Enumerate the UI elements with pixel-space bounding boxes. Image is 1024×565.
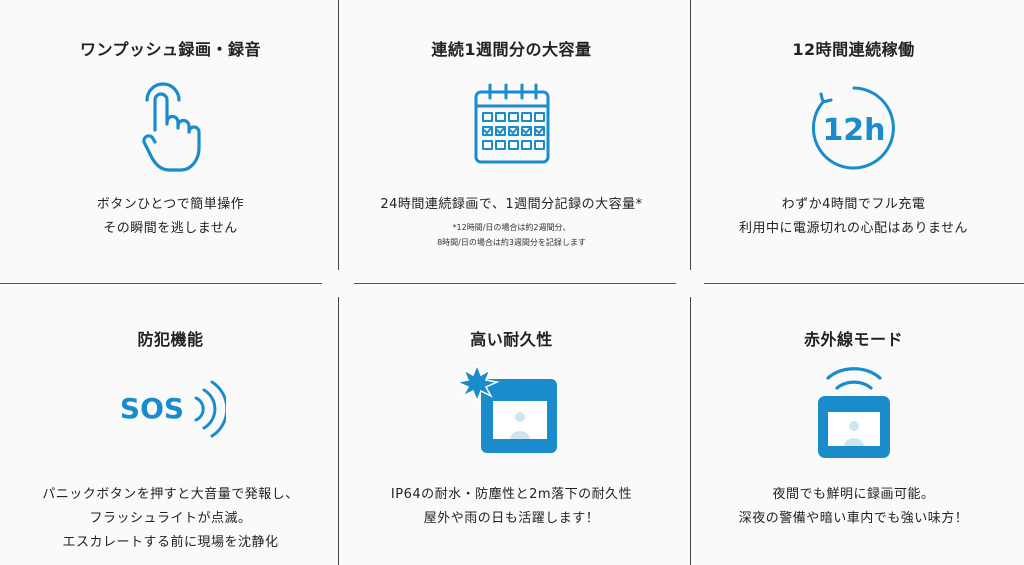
divider-horizontal (0, 283, 322, 284)
feature-security: 防犯機能 SOS パニックボタンを押すと大音量で発報し、 フラッシュライトが点滅… (0, 290, 341, 565)
divider-vertical (690, 0, 691, 270)
clock-12h-label: 12h (822, 113, 885, 148)
feature-description: パニックボタンを押すと大音量で発報し、 フラッシュライトが点滅。 エスカレートす… (42, 487, 299, 550)
feature-title: 高い耐久性 (470, 330, 553, 349)
camera-infrared-icon (814, 362, 894, 462)
feature-title: ワンプッシュ録画・録音 (79, 40, 262, 59)
divider-horizontal (704, 283, 1024, 284)
divider-vertical (338, 0, 339, 270)
feature-infrared-mode: 赤外線モード 夜間でも鮮明に録画可能。 深夜の警備や暗い車内でも強い味方！ (683, 290, 1024, 565)
feature-description: 24時間連続録画で、1週間分記録の大容量* (380, 197, 643, 212)
feature-footnote: *12時間/日の場合は約2週間分、 8時間/日の場合は約3週間分を記録します (437, 223, 586, 247)
feature-description: IP64の耐水・防塵性と2m落下の耐久性 屋外や雨の日も活躍します！ (390, 487, 633, 526)
divider-horizontal (354, 283, 676, 284)
press-finger-icon (141, 82, 201, 178)
sos-signal-icon: SOS (116, 378, 228, 442)
feature-title: 防犯機能 (137, 330, 204, 349)
feature-large-capacity: 連続1週間分の大容量 24時間連続録画で、1週間分記録の大容量* (341, 0, 682, 275)
feature-title: 赤外線モード (803, 330, 903, 349)
clock-12h-icon: 12h (808, 82, 900, 178)
feature-one-push-record: ワンプッシュ録画・録音 ボタンひとつで簡単操作 その瞬間を逃しません (0, 0, 341, 275)
feature-description: わずか4時間でフル充電 利用中に電源切れの心配はありません (738, 197, 969, 236)
feature-12h-operation: 12時間連続稼働 12h わずか4時間でフル充電 利用中に電源切れの心配はありま… (683, 0, 1024, 275)
feature-durability: 高い耐久性 IP64の耐水・防塵性と2m落下の耐久性 屋外や雨の日も活躍します！ (341, 290, 682, 565)
divider-vertical (338, 297, 339, 565)
divider-vertical (690, 297, 691, 565)
feature-title: 連続1週間分の大容量 (431, 40, 592, 59)
camera-impact-icon (454, 362, 567, 459)
sos-label: SOS (119, 392, 183, 425)
calendar-icon (472, 82, 552, 170)
feature-description: ボタンひとつで簡単操作 その瞬間を逃しません (96, 197, 245, 236)
feature-title: 12時間連続稼働 (792, 40, 915, 59)
feature-description: 夜間でも鮮明に録画可能。 深夜の警備や暗い車内でも強い味方！ (738, 487, 969, 526)
